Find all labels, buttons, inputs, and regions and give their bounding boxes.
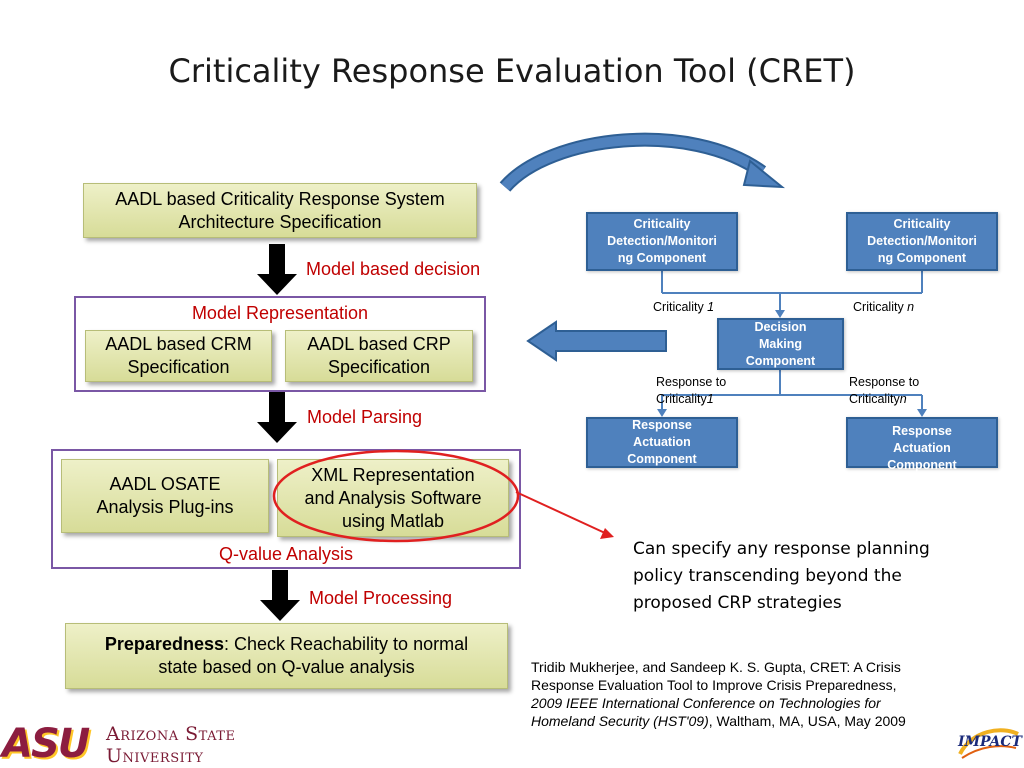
crp-line2: Specification: [327, 357, 431, 377]
down-arrow-icon: [260, 570, 300, 621]
response-n-index: n: [899, 392, 907, 406]
architecture-spec-box: AADL based Criticality Response System A…: [83, 183, 477, 238]
qvalue-analysis-frame: [51, 449, 521, 569]
decision-line3: Component: [745, 353, 816, 368]
response-to-criticality-1: Response to Criticality1: [656, 374, 726, 408]
xml-line1: XML Representation: [311, 464, 475, 485]
citation-location: , Waltham, MA, USA, May 2009: [708, 713, 906, 729]
crp-line1: AADL based CRP: [307, 334, 451, 354]
model-representation-label: Model Representation: [191, 303, 369, 323]
preparedness-line2: state based on Q-value analysis: [158, 657, 415, 677]
crm-spec-box: AADL based CRM Specification: [85, 330, 272, 382]
detection-n-line3: ng Component: [877, 251, 967, 265]
asu-logo: ASU Arizona State University: [2, 722, 272, 768]
preparedness-box: Preparedness: Check Reachability to norm…: [65, 623, 508, 689]
osate-line2: Analysis Plug-ins: [96, 497, 234, 517]
osate-plugins-box: AADL OSATE Analysis Plug-ins: [61, 459, 269, 533]
response-n-line1: Response to: [849, 375, 920, 389]
citation: Tridib Mukherjee, and Sandeep K. S. Gupt…: [531, 658, 931, 730]
actuation-1-line1: Response: [632, 418, 692, 432]
actuation-component-n: Response Actuation Component: [846, 417, 998, 472]
architecture-spec-line2: Architecture Specification: [178, 211, 382, 232]
xml-matlab-box: XML Representation and Analysis Software…: [277, 459, 509, 537]
architecture-spec-line1: AADL based Criticality Response System: [115, 188, 445, 209]
asu-wordmark: Arizona State University: [106, 723, 235, 767]
response-to-criticality-n: Response to Criticalityn: [849, 374, 919, 408]
crm-line2: Specification: [127, 357, 230, 377]
model-parsing-label: Model Parsing: [307, 407, 423, 427]
xml-line3: using Matlab: [341, 510, 445, 531]
response-n-line2: Criticality: [849, 392, 900, 406]
asu-line1: Arizona State: [106, 723, 236, 745]
impact-swoosh-icon: [958, 728, 1019, 759]
decision-line1: Decision: [754, 319, 807, 334]
asu-mark: ASU: [2, 721, 90, 767]
curved-arrow-icon: [499, 132, 786, 192]
criticality-n-label: Criticality n: [853, 299, 914, 316]
impact-wordmark: IMPACT: [958, 734, 1022, 750]
response-1-line2: Criticality: [656, 392, 707, 406]
crm-line1: AADL based CRM: [105, 334, 252, 354]
actuation-1-line3: Component: [627, 452, 697, 466]
preparedness-keyword: Preparedness: [104, 634, 224, 654]
osate-line1: AADL OSATE: [109, 474, 221, 494]
note-line2: policy transcending beyond the: [633, 566, 902, 586]
model-processing-label: Model Processing: [309, 588, 453, 608]
detection-n-line2: Detection/Monitori: [867, 234, 977, 248]
actuation-n-line2: Actuation: [893, 441, 951, 455]
decision-making-component: Decision Making Component: [717, 318, 844, 370]
criticality-1-text: Criticality: [653, 300, 708, 314]
down-arrow-icon: [257, 392, 297, 443]
impact-logo: IMPACT: [952, 724, 1022, 764]
xml-line2: and Analysis Software: [304, 487, 482, 508]
detection-component-1: Criticality Detection/Monitori ng Compon…: [586, 212, 738, 271]
model-representation-frame: [74, 296, 486, 392]
detection-component-n: Criticality Detection/Monitori ng Compon…: [846, 212, 998, 271]
actuation-n-line1: Response: [892, 424, 952, 438]
actuation-n-line3: Component: [887, 458, 957, 472]
crp-spec-box: AADL based CRP Specification: [285, 330, 473, 382]
criticality-1-label: Criticality 1: [653, 299, 714, 316]
response-1-line1: Response to: [656, 375, 727, 389]
criticality-1-index: 1: [707, 300, 715, 314]
slide-title: Criticality Response Evaluation Tool (CR…: [168, 52, 856, 90]
response-1-index: 1: [706, 392, 714, 406]
detection-n-line1: Criticality: [893, 217, 951, 231]
model-based-decision-label: Model based decision: [306, 259, 481, 279]
note-line3: proposed CRP strategies: [633, 593, 842, 613]
detection-1-line2: Detection/Monitori: [607, 234, 717, 248]
note-line1: Can specify any response planning: [633, 539, 930, 559]
response-planning-note: Can specify any response planning policy…: [633, 536, 930, 617]
decision-line2: Making: [758, 336, 803, 351]
asu-line2: University: [106, 745, 204, 767]
criticality-n-index: n: [907, 300, 915, 314]
preparedness-rest: : Check Reachability to normal: [223, 634, 469, 654]
detection-1-line1: Criticality: [633, 217, 691, 231]
actuation-1-line2: Actuation: [633, 435, 691, 449]
citation-venue: 2009 IEEE International Conference on Te…: [531, 695, 881, 729]
left-arrow-icon: [526, 320, 667, 362]
citation-authors: Tridib Mukherjee, and Sandeep K. S. Gupt…: [531, 659, 901, 693]
down-arrow-icon: [257, 244, 297, 295]
detection-1-line3: ng Component: [617, 251, 707, 265]
actuation-component-1: Response Actuation Component: [586, 417, 738, 468]
qvalue-analysis-label: Q-value Analysis: [218, 544, 354, 564]
criticality-n-text: Criticality: [853, 300, 908, 314]
